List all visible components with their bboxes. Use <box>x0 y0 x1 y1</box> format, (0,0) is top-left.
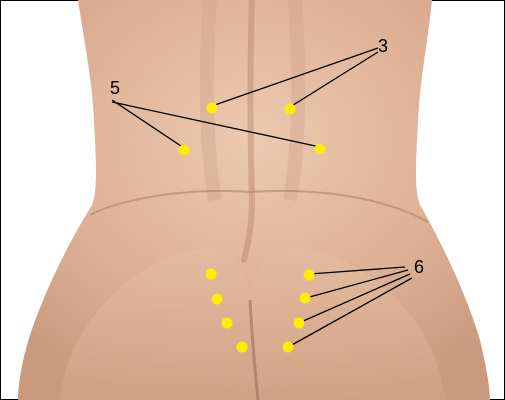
acupoint-5-left <box>179 145 190 156</box>
right-muscle-shade <box>290 0 298 200</box>
acupoint-sacral-left-4 <box>237 342 248 353</box>
acupoint-6-2 <box>300 293 311 304</box>
label-6: 6 <box>414 257 424 277</box>
acupoint-6-1 <box>304 270 315 281</box>
acupoint-sacral-left-1 <box>206 269 217 280</box>
acupoint-5-right <box>315 144 326 155</box>
acupoint-6-3 <box>294 318 305 329</box>
label-5: 5 <box>110 78 120 98</box>
acupoint-sacral-left-2 <box>212 294 223 305</box>
acupoint-3-left <box>207 103 218 114</box>
acupoint-3-right <box>285 104 296 115</box>
left-muscle-shade <box>207 0 215 200</box>
label-3: 3 <box>378 36 388 56</box>
acupoint-sacral-left-3 <box>222 318 233 329</box>
acupoint-6-4 <box>283 342 294 353</box>
